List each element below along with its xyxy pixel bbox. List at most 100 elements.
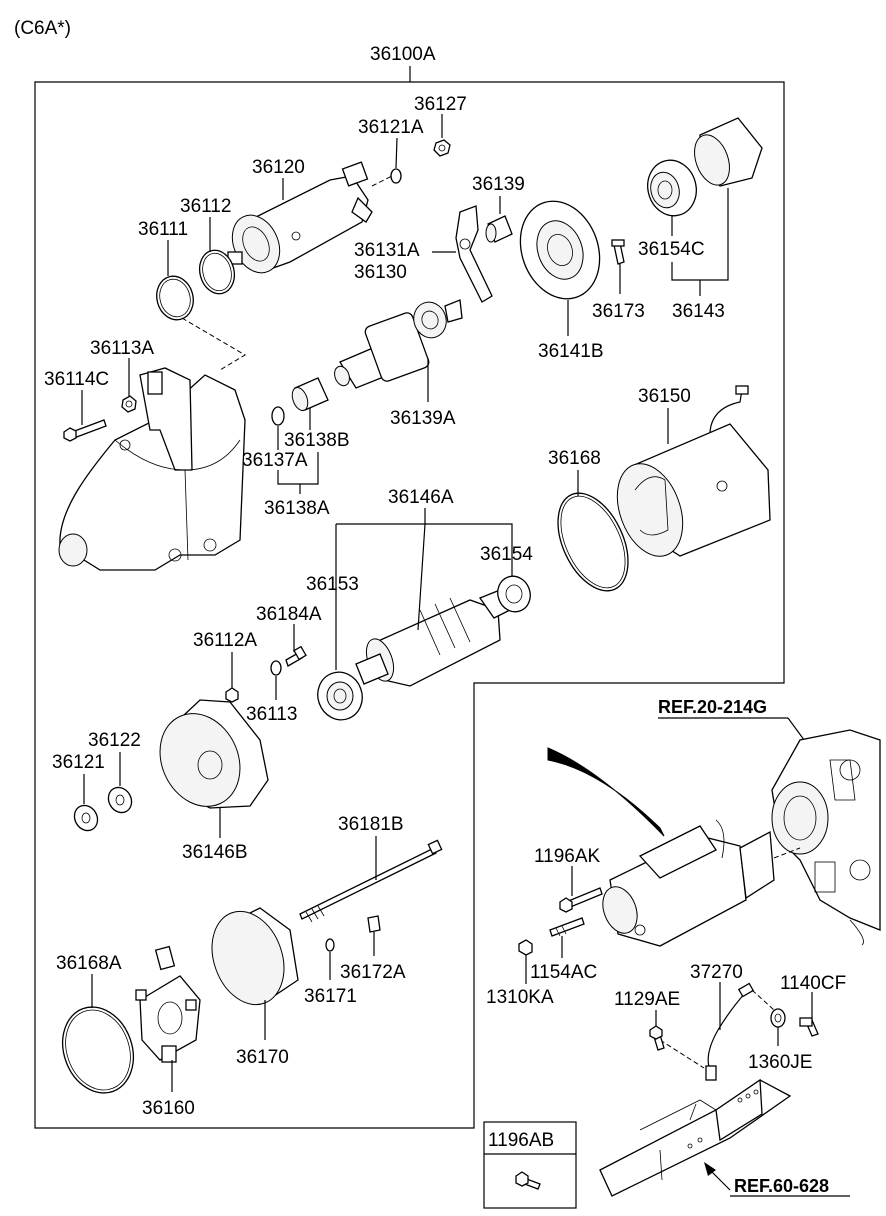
callout-box-1196AB: [483, 1121, 577, 1209]
ref-engine-label[interactable]: REF.20-214G: [658, 697, 767, 717]
nut-1310KA-icon: [518, 939, 533, 956]
label-36172A[interactable]: 36172A: [340, 962, 406, 983]
label-36170[interactable]: 36170: [236, 1047, 289, 1068]
end-cover-36170-icon: [211, 907, 299, 1006]
label-36131A[interactable]: 36131A: [354, 240, 420, 261]
through-bolt-36181B-icon: [299, 839, 443, 923]
label-36181B[interactable]: 36181B: [338, 814, 404, 835]
installation-arrow-icon: [547, 747, 665, 837]
washer-1360JE-icon: [770, 1008, 786, 1028]
label-36113[interactable]: 36113: [246, 704, 297, 725]
label-36122[interactable]: 36122: [88, 730, 141, 751]
label-1196AB[interactable]: 1196AB: [488, 1130, 554, 1151]
engine-block-icon: [771, 729, 881, 946]
bolt-1140CF-icon: [799, 1017, 819, 1037]
label-36173[interactable]: 36173: [592, 301, 645, 322]
label-36138A[interactable]: 36138A: [264, 498, 330, 519]
alignment-line: [181, 317, 246, 371]
washer-36122-icon: [107, 786, 133, 814]
bracket-36146A: [336, 523, 513, 578]
nut-36113A-icon: [121, 395, 137, 413]
o-ring-36112-icon: [198, 249, 236, 295]
assembly-number-36100A[interactable]: 36100A: [370, 44, 436, 65]
label-36121A[interactable]: 36121A: [358, 117, 424, 138]
screw-36173-icon: [611, 239, 625, 265]
label-36139A[interactable]: 36139A: [390, 408, 456, 429]
label-36127[interactable]: 36127: [414, 94, 467, 115]
label-36112A[interactable]: 36112A: [193, 630, 257, 651]
label-36154C[interactable]: 36154C: [638, 239, 705, 260]
shift-lever-36131A-icon: [455, 205, 493, 303]
bolt-1196AB-icon: [515, 1171, 541, 1190]
bracket-36138A: [277, 452, 319, 485]
center-plate-36141B-icon: [519, 200, 601, 300]
bolt-36184A-icon: [285, 645, 307, 667]
label-37270[interactable]: 37270: [690, 962, 743, 983]
drive-pinion-36139A-icon: [334, 299, 463, 389]
label-36143[interactable]: 36143: [672, 301, 725, 322]
label-1140CF[interactable]: 1140CF: [780, 973, 846, 994]
label-1310KA[interactable]: 1310KA: [486, 987, 554, 1008]
stud-1154AC-icon: [549, 917, 585, 937]
bolt-1129AE-icon: [649, 1025, 665, 1051]
armature-36146A-icon: [355, 589, 511, 687]
bushing-36139-icon: [485, 215, 513, 243]
leader-36121A: [395, 137, 398, 169]
label-1129AE[interactable]: 1129AE: [614, 989, 680, 1010]
yoke-36150-icon: [616, 385, 771, 557]
label-1360JE[interactable]: 1360JE: [748, 1052, 812, 1073]
o-ring-36168-icon: [557, 492, 629, 592]
brush-holder-36160-icon: [135, 945, 201, 1063]
screw-36172A-icon: [367, 915, 381, 933]
solenoid-36120-icon: [227, 161, 393, 274]
label-36146B[interactable]: 36146B: [182, 842, 248, 863]
snap-ring-36137A-icon: [271, 406, 285, 426]
label-36168A[interactable]: 36168A: [56, 953, 122, 974]
label-36130[interactable]: 36130: [354, 262, 407, 283]
bearing-36153-icon: [317, 671, 363, 721]
variant-code: (C6A*): [14, 18, 71, 39]
end-cap-36143-icon: [694, 117, 763, 187]
ref-frame-label[interactable]: REF.60-628: [734, 1176, 829, 1196]
label-36150[interactable]: 36150: [638, 386, 691, 407]
label-36141B[interactable]: 36141B: [538, 341, 604, 362]
label-36171[interactable]: 36171: [304, 986, 357, 1007]
bearing-36154C-icon: [647, 159, 697, 217]
label-36137A[interactable]: 36137A: [242, 450, 308, 471]
label-36168[interactable]: 36168: [548, 448, 601, 469]
label-36184A[interactable]: 36184A: [256, 604, 322, 625]
ref-frame-arrowhead: [704, 1162, 716, 1176]
ground-cable-37270-icon: [659, 982, 775, 1081]
leader-36146A: [417, 508, 426, 631]
washer-36113-icon: [270, 660, 282, 676]
o-ring-36168A-icon: [62, 1006, 134, 1094]
o-ring-36111-icon: [156, 275, 194, 321]
label-36139[interactable]: 36139: [472, 174, 525, 195]
label-36112[interactable]: 36112: [180, 196, 231, 217]
label-36114C[interactable]: 36114C: [44, 369, 109, 390]
installed-starter-icon: [602, 819, 801, 947]
label-36120[interactable]: 36120: [252, 157, 305, 178]
label-36113A[interactable]: 36113A: [90, 338, 154, 359]
label-36154[interactable]: 36154: [480, 544, 533, 565]
label-36111[interactable]: 36111: [138, 219, 188, 240]
label-1196AK[interactable]: 1196AK: [534, 846, 601, 867]
frame-rail-icon: [599, 1078, 792, 1197]
label-36153[interactable]: 36153: [306, 574, 359, 595]
washer-36121-icon: [73, 804, 99, 832]
washer-36171-icon: [325, 938, 335, 952]
bolt-36114C-icon: [63, 419, 107, 442]
rear-housing-36146B-icon: [159, 699, 269, 809]
label-36138B[interactable]: 36138B: [284, 430, 350, 451]
bearing-36154-icon: [497, 575, 531, 613]
label-36146A[interactable]: 36146A: [388, 487, 454, 508]
washer-36121A-icon: [390, 168, 402, 184]
front-housing-icon: [58, 367, 246, 571]
bolt-1196AK-icon: [559, 887, 603, 913]
label-36121[interactable]: 36121: [52, 752, 105, 773]
assembly-frame: [34, 81, 785, 1129]
label-36160[interactable]: 36160: [142, 1098, 195, 1119]
label-1154AC[interactable]: 1154AC: [530, 962, 597, 983]
